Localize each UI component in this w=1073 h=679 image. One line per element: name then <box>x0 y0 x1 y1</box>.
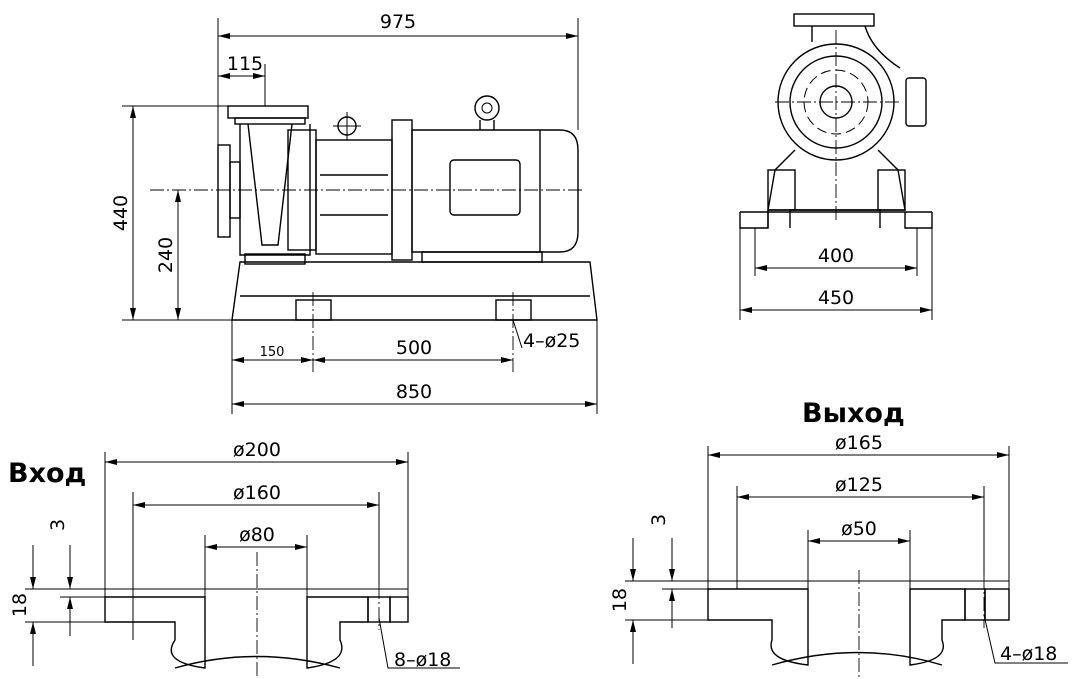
inlet-raise-label: 3 <box>47 519 69 531</box>
dim-outlet: ø165 ø125 ø50 18 3 4–ø18 <box>609 432 1068 665</box>
inlet-title: Вход <box>8 458 87 489</box>
dim-total-height: 440 <box>110 105 232 321</box>
inlet-holes-label: 8–ø18 <box>394 649 451 671</box>
inlet-od-label: ø200 <box>233 439 281 461</box>
pump-casing <box>217 105 317 256</box>
dim-base: 150 500 850 4–ø25 <box>231 319 598 414</box>
side-view: 975 115 440 240 150 500 850 <box>110 11 598 414</box>
inlet-flange: ø200 ø160 ø80 18 3 8–ø18 <box>9 439 460 679</box>
dim-240-label: 240 <box>155 237 177 273</box>
outlet-flange: ø165 ø125 ø50 18 3 4–ø18 <box>609 432 1068 679</box>
dim-150-label: 150 <box>260 345 285 360</box>
motor <box>411 95 579 253</box>
dim-inlet-offset: 115 <box>218 53 266 106</box>
outlet-bc-label: ø125 <box>835 474 883 496</box>
inlet-bore-label: ø80 <box>239 524 275 546</box>
dim-850-label: 850 <box>396 381 432 403</box>
outlet-holes-label: 4–ø18 <box>1000 643 1057 665</box>
dim-440-label: 440 <box>110 195 132 231</box>
inlet-bc-label: ø160 <box>233 482 281 504</box>
volute <box>775 13 927 222</box>
outlet-od-label: ø165 <box>835 432 883 454</box>
dim-450-label: 450 <box>818 287 854 309</box>
dim-inlet: ø200 ø160 ø80 18 3 8–ø18 <box>9 439 460 671</box>
dim-115-label: 115 <box>227 53 263 75</box>
inlet-thickness-label: 18 <box>9 593 31 617</box>
front-view: 400 450 <box>739 13 933 320</box>
base-holes-label: 4–ø25 <box>523 330 580 352</box>
outlet-bore-label: ø50 <box>841 518 877 540</box>
dim-axis-height: 240 <box>155 190 181 320</box>
dim-400-label: 400 <box>818 245 854 267</box>
bearing-bracket <box>315 112 413 261</box>
outlet-raise-label: 3 <box>648 514 670 526</box>
front-base <box>739 149 933 229</box>
dim-front: 400 450 <box>739 228 933 320</box>
outlet-thickness-label: 18 <box>609 588 631 612</box>
dim-overall-length: 975 <box>217 11 579 145</box>
dim-500-label: 500 <box>396 337 432 359</box>
outlet-title: Выход <box>802 398 905 429</box>
dim-975-label: 975 <box>380 11 416 33</box>
